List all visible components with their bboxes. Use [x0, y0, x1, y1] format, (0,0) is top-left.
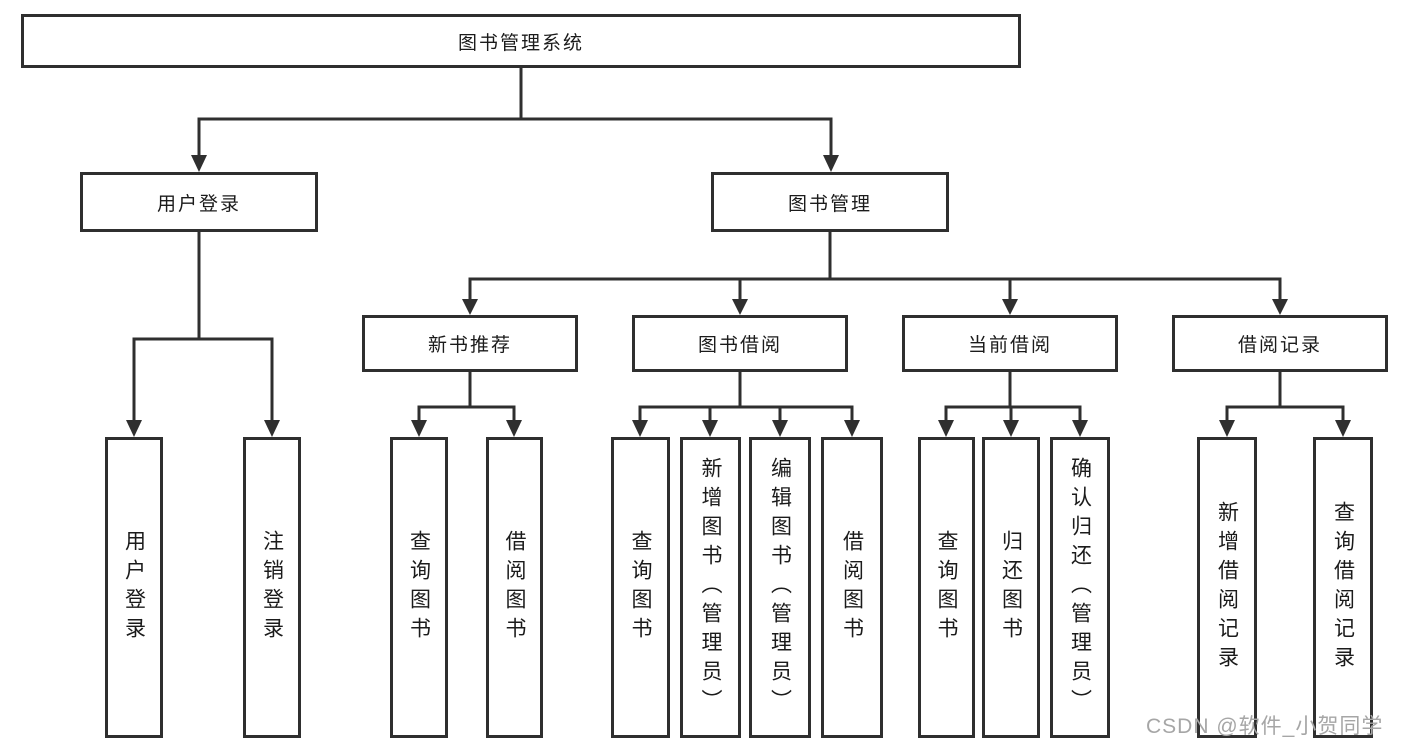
leaf-nbr-borrow-books: 借阅图书 — [486, 437, 543, 738]
leaf-label: 新增借阅记录 — [1215, 500, 1239, 675]
node-book-borrow: 图书借阅 — [632, 315, 848, 372]
arrowheads — [126, 155, 1351, 437]
node-book-management: 图书管理 — [711, 172, 949, 232]
node-root-system: 图书管理系统 — [21, 14, 1021, 68]
leaf-cb-return-books: 归还图书 — [982, 437, 1040, 738]
leaf-label: 编辑图书（管理员） — [768, 457, 792, 718]
leaf-bb-query-books: 查询图书 — [611, 437, 670, 738]
leaf-cb-confirm-return-admin: 确认归还（管理员） — [1050, 437, 1110, 738]
leaf-bb-borrow-books: 借阅图书 — [821, 437, 883, 738]
csdn-watermark: CSDN @软件_小贺同学 — [1146, 715, 1384, 738]
connector-current-borrow-branch — [944, 370, 1082, 423]
leaf-label: 确认归还（管理员） — [1068, 457, 1092, 718]
leaf-logout: 注销登录 — [243, 437, 301, 738]
leaf-label: 查询图书 — [935, 529, 958, 646]
connector-new-book-branch — [417, 370, 516, 423]
leaf-label: 归还图书 — [999, 529, 1023, 646]
leaf-cb-query-books: 查询图书 — [918, 437, 975, 738]
leaf-nbr-query-books: 查询图书 — [390, 437, 448, 738]
leaf-bb-edit-books-admin: 编辑图书（管理员） — [749, 437, 811, 738]
node-new-book-recommend: 新书推荐 — [362, 315, 578, 372]
node-borrow-records: 借阅记录 — [1172, 315, 1388, 372]
connector-user-login-branch — [132, 230, 274, 423]
node-user-login: 用户登录 — [80, 172, 318, 232]
connector-borrow-record-branch — [1225, 370, 1345, 423]
leaf-label: 查询借阅记录 — [1331, 500, 1355, 675]
leaf-bb-add-books-admin: 新增图书（管理员） — [680, 437, 741, 738]
leaf-label: 用户登录 — [122, 529, 146, 646]
leaf-label: 注销登录 — [260, 529, 284, 646]
leaf-user-login: 用户登录 — [105, 437, 163, 738]
connector-book-borrow-branch — [638, 370, 854, 423]
connector-book-mgmt-branch — [468, 230, 1282, 302]
leaf-label: 查询图书 — [629, 529, 652, 646]
leaf-br-query-record: 查询借阅记录 — [1313, 437, 1373, 738]
connector-root-to-level2 — [197, 65, 833, 159]
leaf-label: 新增图书（管理员） — [699, 457, 722, 718]
node-current-borrow: 当前借阅 — [902, 315, 1118, 372]
leaf-label: 借阅图书 — [503, 529, 526, 646]
leaf-label: 借阅图书 — [840, 529, 864, 646]
leaf-br-add-record: 新增借阅记录 — [1197, 437, 1257, 738]
leaf-label: 查询图书 — [407, 529, 431, 646]
